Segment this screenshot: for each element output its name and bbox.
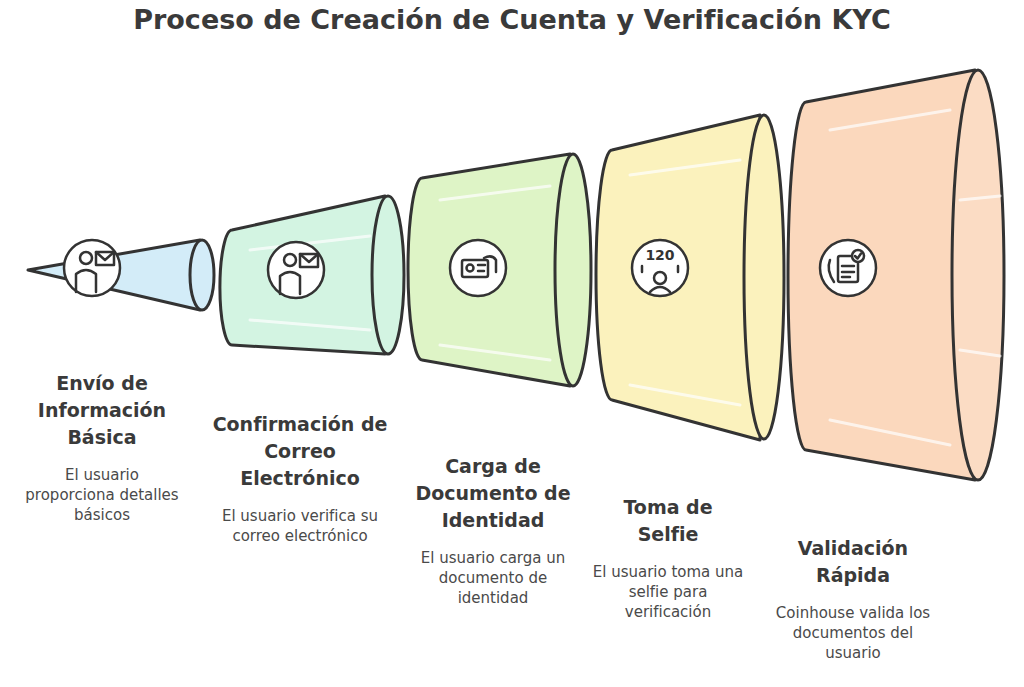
funnel-stage: Carga de Documento de Identidad El usuari…: [409, 453, 577, 608]
stage-heading: Toma de Selfie: [590, 494, 746, 548]
segment-rim: [555, 154, 591, 386]
funnel-segment: [596, 115, 760, 440]
stage-heading: Carga de Documento de Identidad: [409, 453, 577, 534]
user-mail-icon: [268, 242, 324, 298]
segment-rim: [952, 70, 1004, 480]
diagram-title: Proceso de Creación de Cuenta y Verifica…: [0, 4, 1024, 35]
user-mail-icon: [64, 240, 120, 296]
stage-heading: Confirmación de Correo Electrónico: [211, 411, 389, 492]
stage-heading: Envío de Información Básica: [24, 370, 180, 451]
segment-rim: [190, 240, 214, 310]
funnel-stage: Envío de Información Básica El usuario pr…: [24, 370, 180, 525]
selfie-icon: [632, 240, 688, 296]
document-check-icon: [820, 240, 876, 296]
funnel-segment: [788, 70, 975, 480]
stage-description: El usuario carga un documento de identid…: [409, 548, 577, 608]
stage-description: El usuario verifica su correo electrónic…: [211, 506, 389, 546]
stage-description: Coinhouse valida los documentos del usua…: [764, 603, 942, 663]
funnel-stage: Validación RápidaCoinhouse valida los do…: [764, 535, 942, 663]
timer-number: 120: [640, 247, 680, 263]
id-card-icon: [450, 240, 506, 296]
funnel-segment: [28, 240, 200, 310]
segment-rim: [744, 115, 784, 439]
segment-rim: [372, 196, 404, 354]
stage-description: El usuario toma una selfie para verifica…: [590, 562, 746, 622]
stage-heading: Validación Rápida: [764, 535, 942, 589]
funnel-stage: Confirmación de Correo Electrónico El usu…: [211, 411, 389, 546]
funnel-stage: Toma de Selfie El usuario toma una selfie…: [590, 494, 746, 622]
stage-description: El usuario proporciona detalles básicos: [24, 465, 180, 525]
